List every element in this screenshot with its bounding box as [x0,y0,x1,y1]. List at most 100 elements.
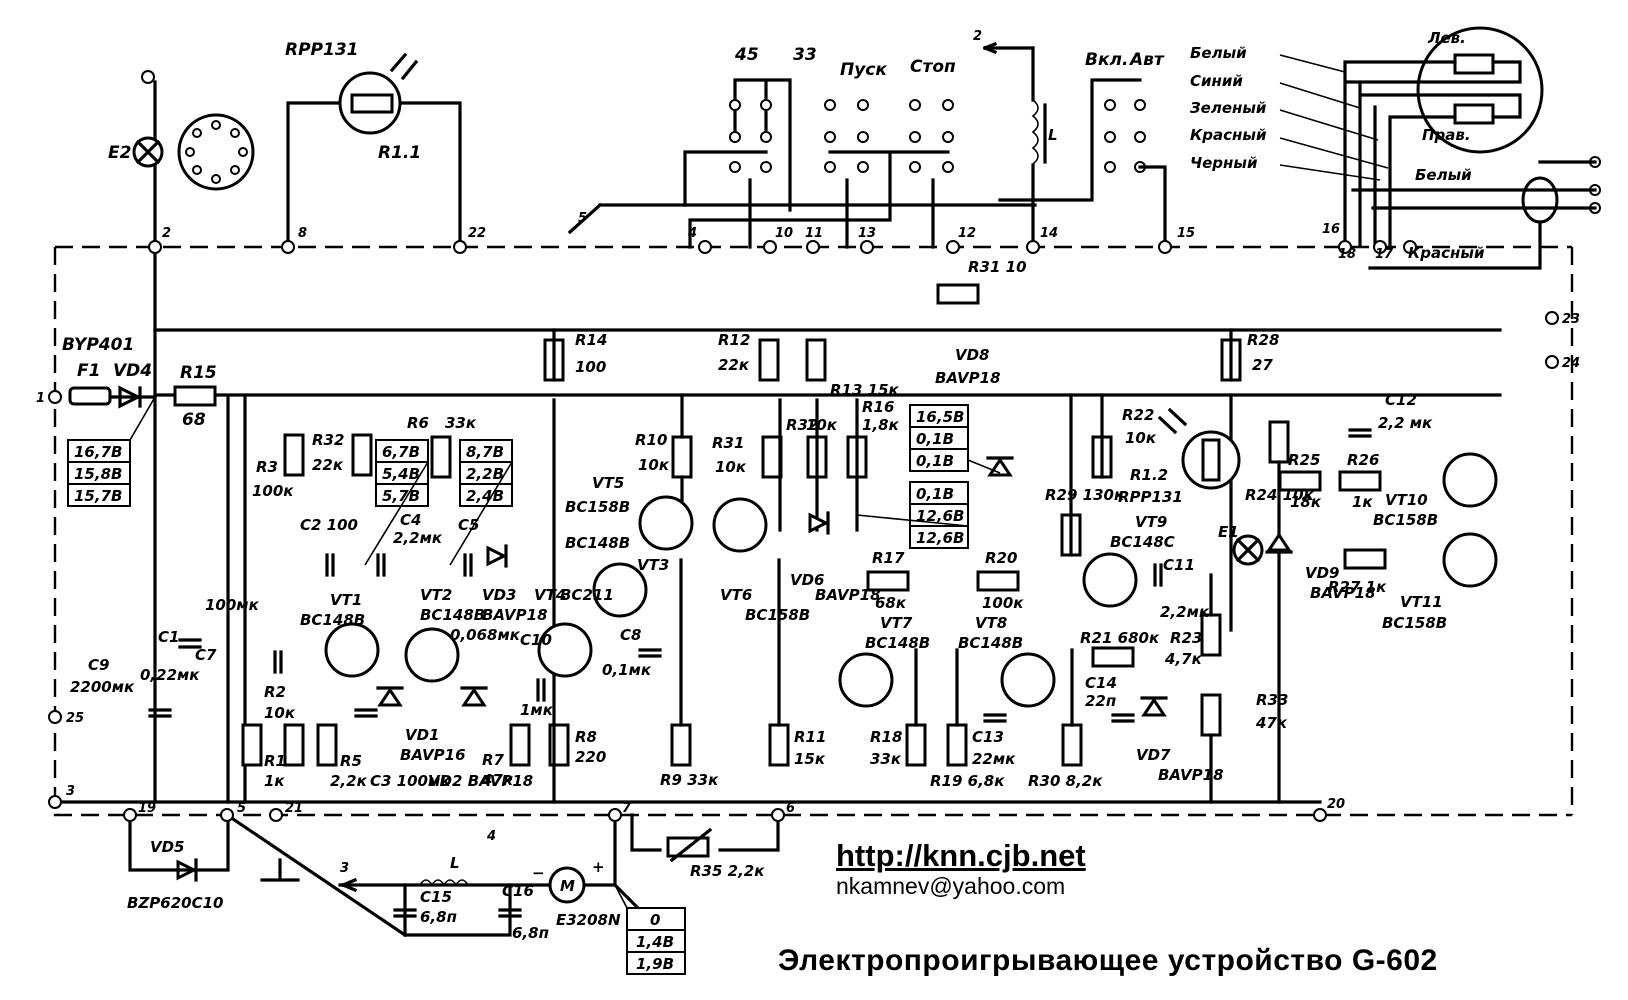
label-r2-val: 10к [264,704,296,722]
v-motor-1: 0 [650,911,660,929]
label-vt2-type: BC148B [420,606,485,624]
label-r3-val: 100к [252,482,294,500]
voltage-table-vt2: 8,7В 2,2В 2,4В [459,439,513,507]
label-c5-val: 0,068мк [450,626,521,644]
label-switch-start: Пуск [840,60,887,80]
label-switch-on: Вкл. [1085,50,1128,70]
label-r12-val: 22к [718,356,750,374]
label-r25: R25 [1288,451,1320,469]
label-vt11-type: BC158B [1382,614,1447,632]
label-vt6-type: BC158B [745,606,810,624]
label-vd3: VD3 [482,586,517,604]
term-24: 24 [1562,356,1580,371]
label-vd4: VD4 [113,361,152,381]
terminal-numbers: 1 2 3 4 5 6 7 8 10 11 12 13 14 15 16 17 … [36,222,1580,816]
label-r27: R27 1к [1328,578,1387,596]
label-c14: C14 [1085,674,1117,692]
cartridge [1279,26,1601,270]
label-r26-val: 1к [1352,493,1373,511]
label-vd2: VD2 BAVP18 [428,772,533,790]
label-r7-val: 47к [481,771,514,789]
arrow-label-4: 4 [486,829,496,844]
label-r1-val: 1к [264,772,285,790]
label-vd8: VD8 [955,346,990,364]
label-vd9-type: BAVP18 [1310,584,1376,602]
label-vd7-type: BAVP18 [1158,766,1224,784]
cartridge-right: Прав. [1422,126,1471,144]
term-13: 13 [858,226,876,241]
terminal-points [48,240,1559,822]
label-vt7-type: BC148B [865,634,930,652]
term-10: 10 [775,226,793,241]
term-15: 15 [1177,226,1195,241]
label-r11-val: 15к [794,750,826,768]
label-r8: R8 [575,728,597,746]
label-r16: R16 [862,398,894,416]
label-r28-val: 27 [1252,356,1273,374]
label-c12-val: 2,2 мк [1378,414,1433,432]
term-6: 6 [786,801,795,816]
term-22: 22 [468,226,486,241]
label-vd6-type: BAVP18 [815,586,881,604]
arrow-labels: 2 5 4 3 [340,29,982,876]
label-r28: R28 [1247,331,1279,349]
label-vt8-type: BC148B [958,634,1023,652]
label-vt9-type: BC148C [1110,533,1175,551]
term-11: 11 [805,226,823,241]
wire-green: Зеленый [1190,99,1267,117]
label-vt8: VT8 [975,614,1007,632]
term-23: 23 [1562,312,1580,327]
label-c11: C11 [1163,556,1195,574]
label-r14: R14 [575,331,607,349]
v-supply-3: 15,7В [74,487,122,505]
website-link[interactable]: http://knn.cjb.net [836,838,1086,873]
motor-minus: − [532,864,545,882]
label-vt10: VT10 [1385,491,1428,509]
switch-block [567,41,1167,249]
label-r31a-val: 10к [715,458,747,476]
label-c13: C13 [972,728,1004,746]
label-vt7: VT7 [880,614,913,632]
label-r15-val: 68 [182,410,206,430]
label-r33-val: 47к [1255,714,1288,732]
v-vd8-2: 0,1В [916,430,954,448]
label-c16: C16 [502,882,534,900]
label-vd5: VD5 [150,838,185,856]
label-motor-m: M [560,877,575,895]
label-r18: R18 [870,728,902,746]
label-vt6: VT6 [720,586,752,604]
label-vt9: VT9 [1135,513,1167,531]
label-switch-45: 45 [734,45,759,65]
label-r10-val: 10к [638,456,670,474]
v-vt1-2: 5,4В [382,465,420,483]
term-5: 5 [237,801,246,816]
label-r29: R29 130к [1045,486,1125,504]
term-1: 1 [36,391,45,406]
label-switch-auto: Авт [1128,50,1165,70]
label-vt5: VT5 [592,474,624,492]
label-c4-val: 2,2мк [393,529,443,547]
label-r22-val: 10к [1125,429,1157,447]
label-vd7: VD7 [1136,746,1171,764]
term-3: 3 [66,784,75,799]
transistors [324,452,1498,708]
label-r23-val: 4,7к [1164,650,1203,668]
label-r14-val: 100 [575,358,606,376]
capacitors [148,428,1372,918]
v-vt6-2: 12,6В [916,507,964,525]
term-18: 18 [1338,247,1356,262]
label-vd1: VD1 [405,726,440,744]
label-l: L [450,854,460,872]
voltage-table-vt6: 0,1В 12,6В 12,6В [909,481,969,549]
label-r32b-val: 10к [806,416,838,434]
label-r31b: R31 10 [968,258,1027,276]
label-r35: R35 2,2к [690,862,765,880]
label-r11: R11 [794,728,826,746]
label-c5: C5 [458,516,479,534]
label-r3: R3 [256,458,278,476]
label-c11-val: 2,2мк [1160,603,1210,621]
label-c7: C7 [195,646,217,664]
term-2: 2 [162,226,171,241]
label-r12: R12 [718,331,750,349]
